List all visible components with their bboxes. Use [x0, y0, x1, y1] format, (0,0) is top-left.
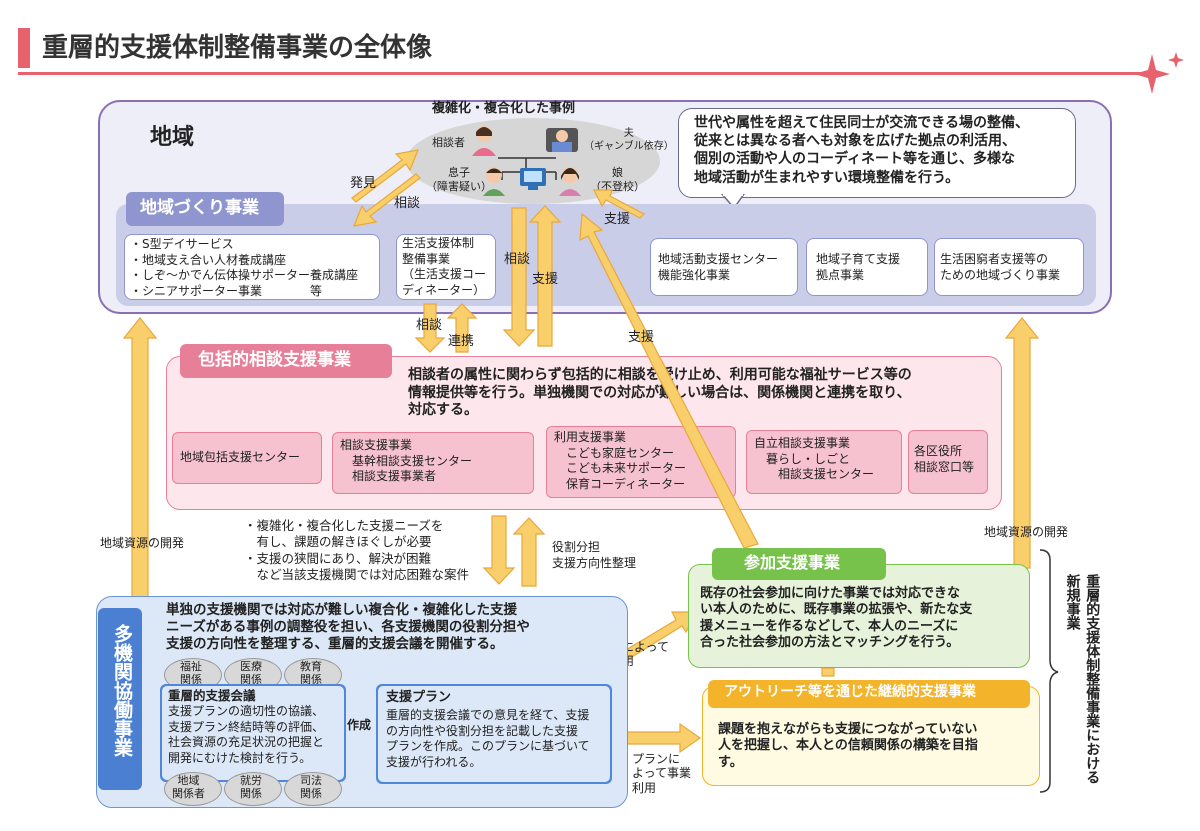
- chiiki-zukuri-tag: [126, 192, 284, 226]
- person-consultant-label: 相談者: [432, 136, 465, 149]
- oval-iryou-text: 医療 関係: [240, 660, 262, 687]
- plan-text: 重層的支援会議での意見を経て、支援 の方向性や役割分担を記載した支援 プランを作…: [386, 708, 590, 769]
- zukuri-box-3-text: 地域活動支援センター 機能強化事業: [658, 252, 779, 282]
- header-underline: [18, 72, 1148, 75]
- zukuri-box-1-text: ・S型デイサービス ・地域支え合い人材養成講座 ・しぞ～かでん伝体操サポーター養…: [130, 237, 359, 298]
- oval-chiiki-text: 地域 関係者: [172, 774, 205, 801]
- computer-icon: [520, 168, 546, 190]
- speech-bubble-tail: [721, 194, 745, 210]
- new-projects-label: 重層的支援体制整備事業における新規事業: [1064, 574, 1101, 784]
- sanka-tag: [712, 548, 886, 580]
- outreach-desc: 課題を抱えながらも支援につながっていない 人を把握し、本人との信頼関係の構築を目…: [718, 722, 978, 770]
- outreach-label: アウトリーチ等を通じた継続的支援事業: [724, 684, 976, 700]
- plan-inner: [378, 686, 610, 782]
- oval-kyouiku-text: 教育 関係: [300, 660, 322, 687]
- houkatsu-box-3-text: 利用支援事業 こども家庭センター こども未来サポーター 保育コーディネーター: [554, 430, 687, 491]
- arrow-label-soudan-center: 相談: [504, 252, 531, 267]
- oval-shuurou-text: 就労 関係: [240, 774, 262, 801]
- son-icon: [483, 167, 505, 196]
- chiiki-zukuri-label: 地域づくり事業: [140, 198, 259, 218]
- houkatsu-box-2: [332, 432, 534, 494]
- houkatsu-box-4: [746, 430, 902, 494]
- houkatsu-desc: 相談者の属性に関わらず包括的に相談を受け止め、利用可能な福祉サービス等の 情報提…: [408, 367, 912, 418]
- arrow-label-renkei: 連携: [448, 334, 475, 349]
- zukuri-box-4: [806, 238, 928, 296]
- takikan-desc: 単独の支援機関では対応が難しい複合化・複雑化した支援 ニーズがある事例の調整役を…: [166, 602, 530, 652]
- houkatsu-box-1-text: 地域包括支援センター: [180, 450, 301, 464]
- chiiki-bubble-text: 世代や属性を超えて住民同士が交流できる場の整備、 従来とは異なる者へも対象を広げ…: [694, 115, 1030, 186]
- sanka-label: 参加支援事業: [744, 553, 841, 572]
- person-husband-label: 夫 （ギャンブル依存）: [584, 128, 674, 152]
- zukuri-box-3: [650, 238, 798, 296]
- oval-shihou: [284, 772, 342, 806]
- consultant-icon: [472, 126, 496, 156]
- header-accent-bar: [18, 28, 30, 68]
- oval-fukushi-text: 福祉 関係: [180, 660, 202, 687]
- arrow-label-yakuwari: 役割分担 支援方向性整理: [552, 540, 637, 570]
- zukuri-box-2-text: 生活支援体制 整備事業 （生活支援コー ディネーター）: [402, 236, 487, 297]
- zukuri-box-2: [396, 234, 496, 300]
- outreach-tag: [708, 680, 1030, 708]
- oval-chiiki: [164, 772, 222, 806]
- zukuri-box-5: [934, 238, 1084, 296]
- arrow-label-soudan-upper: 相談: [394, 196, 421, 211]
- takikan-tag: [98, 608, 142, 790]
- person-son-label: 息子 （障害疑い）: [426, 166, 492, 193]
- zukuri-box-5-text: 生活困窮者支援等の ための地域づくり事業: [940, 252, 1061, 282]
- kaigi-title: 重層的支援会議: [168, 688, 256, 703]
- arrow-label-hakken: 発見: [350, 176, 377, 191]
- arrow-label-soudan-left: 相談: [416, 318, 443, 333]
- husband-icon: [546, 128, 578, 152]
- houkatsu-box-1: [172, 432, 322, 484]
- kaigi-inner: [162, 686, 344, 780]
- chiiki-label: 地域: [150, 125, 195, 150]
- arrow-label-shien-small: 支援: [604, 212, 631, 227]
- page-title: 重層的支援体制整備事業の全体像: [42, 33, 433, 63]
- sanka-desc: 既存の社会参加に向けた事業では対応できな い本人のために、既存事業の拡張や、新た…: [700, 586, 973, 650]
- arrow-label-shien-diag: 支援: [628, 330, 655, 345]
- arrow-label-shigen-left: 地域資源の開発: [100, 536, 185, 550]
- sanka-area: [688, 564, 1030, 668]
- zukuri-box-4-text: 地域子育て支援 拠点事業: [816, 252, 901, 282]
- oval-shuurou: [224, 772, 282, 806]
- houkatsu-box-5: [908, 430, 988, 494]
- kaigi-text: 支援プランの適切性の協議、 支援プラン終結時等の評価、 社会資源の充足状況の把握…: [168, 704, 325, 765]
- houkatsu-box-4-text: 自立相談支援事業 暮らし・しごと 相談支援センター: [754, 436, 875, 482]
- houkatsu-box-5-text: 各区役所 相談窓口等: [914, 444, 975, 474]
- takikan-label: 多機関協働事業: [111, 624, 133, 757]
- sakusei-label: 作成: [347, 718, 372, 732]
- houkatsu-label: 包括的相談支援事業: [198, 350, 351, 370]
- arrow-label-shigen-right: 地域資源の開発: [984, 525, 1069, 539]
- case-title: 複雑化・複合化した事例: [432, 101, 576, 116]
- plan-title: 支援プラン: [386, 690, 452, 705]
- zukuri-box-1: [124, 234, 380, 300]
- chiiki-speech-bubble: [678, 108, 1076, 198]
- oval-shihou-text: 司法 関係: [300, 774, 322, 801]
- daughter-icon: [559, 167, 581, 196]
- arrow-label-plan-outreach: プランに よって事業 利用: [632, 752, 692, 795]
- new-projects-bracket: [1039, 549, 1059, 793]
- houkatsu-box-2-text: 相談支援事業 基幹相談支援センター 相談支援事業者: [340, 438, 473, 484]
- sparkle-icon: [1134, 52, 1184, 94]
- houkatsu-tag: [180, 344, 392, 378]
- arrow-label-shien-center: 支援: [532, 272, 559, 287]
- case-notes: ・複雑化・複合化した支援ニーズを 有し、課題の解きほぐしが必要 ・支援の狭間にあ…: [244, 518, 470, 582]
